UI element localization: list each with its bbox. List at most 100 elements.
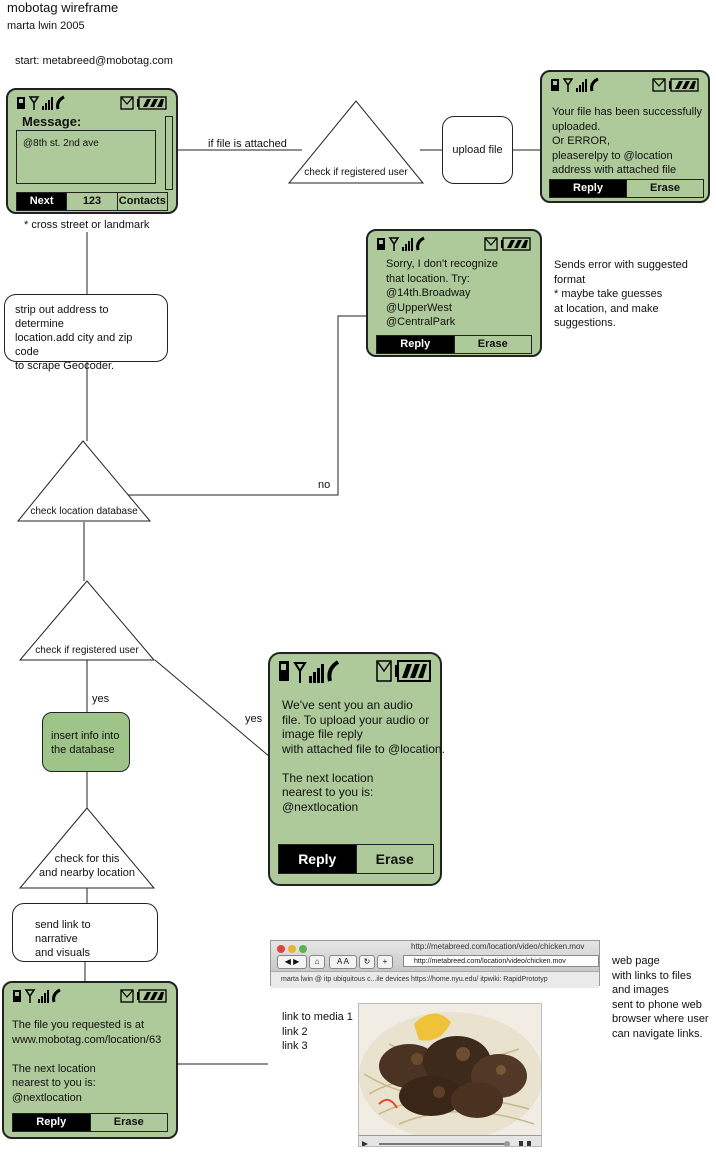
check-nearby-label: check for this and nearby location [20, 852, 154, 880]
browser-window-title: http://metabreed.com/location/video/chic… [411, 942, 585, 951]
phone-file-link: The file you requested is at www.mobotag… [2, 981, 178, 1139]
triangle-check-nearby [18, 807, 156, 889]
signal-icons [551, 77, 599, 92]
mail-battery-icons [484, 237, 531, 251]
message-line: www.mobotag.com/location/63 [12, 1033, 162, 1046]
insert-info-box: insert info into the database [42, 712, 130, 772]
link-2[interactable]: link 2 [282, 1025, 308, 1038]
phone-location-error: Sorry, I don't recognize that location. … [366, 229, 542, 357]
web-page-note: web page with links to files and images … [612, 954, 709, 1041]
scrollbar[interactable] [165, 116, 173, 190]
edge-label-no: no [318, 479, 331, 491]
strip-address-line: to scrape Geocoder. [15, 360, 115, 372]
message-line: file. To upload your audio or [282, 712, 430, 727]
check-nearby-line: check for this [54, 853, 120, 865]
note-line: and images [612, 984, 669, 996]
zoom-icon[interactable] [299, 945, 307, 953]
message-line: The next location [12, 1062, 96, 1075]
edge-label-file-attached: if file is attached [208, 138, 287, 150]
message-line: Sorry, I don't recognize [386, 258, 498, 270]
message-line: with attached file to @location. [282, 741, 445, 756]
mail-battery-icons [652, 78, 699, 92]
note-line: Sends error with suggested [554, 259, 688, 271]
bookmarks-text[interactable]: marta lwin @ itp ubiquitous c...ile devi… [281, 976, 548, 983]
note-line: format [554, 273, 586, 286]
chicken-video-image [358, 1003, 542, 1147]
triangle-check-registered-top [287, 100, 425, 184]
start-address: start: metabreed@mobotag.com [15, 55, 173, 67]
mail-battery-icons [120, 96, 167, 110]
softkey-bar: Reply Erase [376, 335, 532, 354]
link-3[interactable]: link 3 [282, 1040, 308, 1052]
reply-softkey[interactable]: Reply [279, 845, 356, 873]
phone-status-bar [376, 236, 532, 254]
message-text: @8th st. 2nd ave [23, 138, 99, 149]
check-registered-mid-label: check if registered user [35, 645, 139, 656]
add-bookmark-icon[interactable]: + [377, 955, 393, 969]
erase-softkey[interactable]: Erase [626, 180, 703, 197]
address-bar[interactable]: http://metabreed.com/location/video/chic… [403, 955, 599, 967]
message-line: image file reply [282, 727, 363, 741]
message-input[interactable]: @8th st. 2nd ave [16, 130, 156, 184]
message-line: nearest to you is: [12, 1077, 96, 1089]
upload-message: Your file has been successfully uploaded… [552, 105, 703, 178]
mail-battery-icons [376, 660, 431, 682]
note-line: web page [612, 955, 660, 967]
message-line: @14th.Broadway [386, 287, 471, 299]
reply-softkey[interactable]: Reply [13, 1114, 90, 1131]
reload-icon[interactable]: ↻ [359, 955, 375, 969]
phone-upload-result: Your file has been successfully uploaded… [540, 70, 710, 203]
back-forward-icon[interactable]: ◀ ▶ [277, 955, 307, 969]
message-line: nearest to you is: [282, 785, 374, 799]
phone-status-bar [12, 988, 168, 1006]
playback-slider-icon[interactable] [359, 1139, 541, 1147]
browser-window: http://metabreed.com/location/video/chic… [270, 940, 600, 988]
message-heading: Message: [22, 114, 82, 129]
video-controls[interactable] [359, 1135, 541, 1146]
file-message: The file you requested is at www.mobotag… [12, 1018, 168, 1105]
message-line: The file you requested is at [12, 1019, 145, 1031]
error-note: Sends error with suggested format * mayb… [554, 258, 688, 331]
message-line [282, 756, 432, 771]
error-message: Sorry, I don't recognize that location. … [386, 257, 532, 330]
text-size-icon[interactable]: A A [329, 955, 357, 969]
insert-info-line: insert info into [51, 730, 120, 742]
browser-toolbar: http://metabreed.com/location/video/chic… [271, 941, 599, 971]
link-media-1[interactable]: link to media 1 [282, 1011, 353, 1023]
check-location-db-label: check location database [30, 506, 138, 517]
message-line: @CentralPark [386, 316, 456, 328]
note-line: at location, and make [554, 302, 659, 315]
123-softkey[interactable]: 123 [66, 193, 117, 210]
connector-yes-audio [154, 659, 271, 758]
message-line: We've sent you an audio [282, 698, 413, 712]
close-icon[interactable] [277, 945, 285, 953]
erase-softkey[interactable]: Erase [355, 845, 433, 873]
signal-icons [17, 95, 65, 110]
edge-label-yes-down: yes [92, 693, 110, 705]
send-link-line: send link to narrative [35, 919, 91, 945]
send-link-box: send link to narrative and visuals [12, 903, 158, 962]
message-line: uploaded. [552, 120, 601, 133]
note-line: suggestions. [554, 317, 616, 329]
message-line: @UpperWest [386, 301, 452, 314]
page-title: mobotag wireframe [7, 0, 119, 15]
note-line: sent to phone web [612, 998, 702, 1011]
minimize-icon[interactable] [288, 945, 296, 953]
triangle-check-registered-mid [18, 580, 156, 661]
message-line: The next location [282, 770, 374, 785]
insert-info-line: the database [51, 744, 115, 756]
contacts-softkey[interactable]: Contacts [116, 193, 167, 210]
audio-message: We've sent you an audio file. To upload … [282, 698, 445, 814]
home-icon[interactable]: ⌂ [309, 955, 325, 969]
reply-softkey[interactable]: Reply [550, 180, 626, 197]
note-line: with links to files [612, 969, 692, 982]
check-nearby-line: and nearby location [38, 867, 135, 879]
triangle-check-location-db [16, 440, 152, 522]
erase-softkey[interactable]: Erase [453, 336, 531, 353]
message-line: Your file has been successfully [552, 106, 703, 118]
cross-street-note: * cross street or landmark [24, 219, 150, 231]
next-softkey[interactable]: Next [17, 193, 67, 210]
erase-softkey[interactable]: Erase [89, 1114, 167, 1131]
reply-softkey[interactable]: Reply [377, 336, 454, 353]
